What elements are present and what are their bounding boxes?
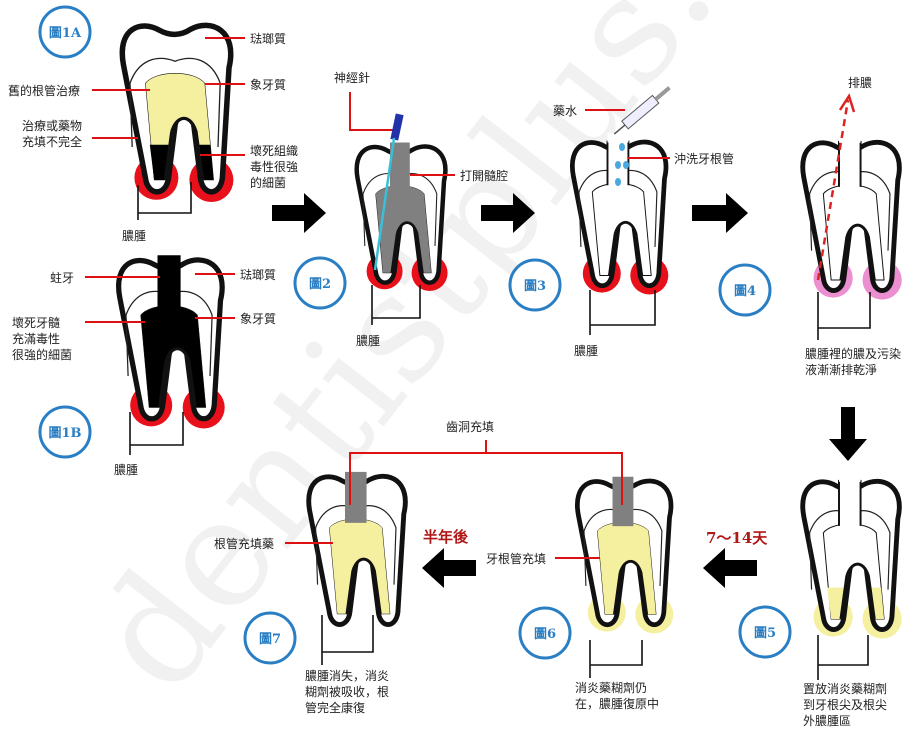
tooth-fig1a [119, 22, 234, 202]
figure-badge-f1b: 圖1B [38, 405, 92, 459]
label-drain: 排膿 [848, 76, 872, 90]
label-necrotic: 毒性很強 [250, 160, 298, 174]
label-abscess: 膿腫 [122, 229, 146, 243]
access-cavity [157, 255, 181, 310]
arrow-right-icon [692, 193, 748, 233]
figure-badge-f2: 圖2 [293, 256, 347, 310]
figure-label: 圖7 [259, 631, 281, 647]
figure-label: 圖1B [48, 425, 81, 441]
pulp [597, 522, 657, 615]
figure-label: 圖5 [754, 625, 776, 641]
label-drain-desc: 液漸漸排乾淨 [805, 362, 877, 377]
label-abscess: 膿腫 [114, 463, 138, 477]
figure-badge-f7: 圖7 [243, 611, 297, 665]
figure-label: 圖6 [534, 626, 556, 642]
arrows [272, 193, 867, 588]
pulp [822, 184, 885, 281]
pulp [329, 518, 391, 615]
label-abscess: 膿腫 [574, 344, 598, 358]
label-canal-fill: 牙根管充填 [486, 551, 546, 566]
label-flush: 沖洗牙根管 [674, 151, 734, 166]
dentin-line [129, 57, 221, 148]
label-cavity-fill: 齒洞充填 [446, 419, 494, 434]
access-cavity [390, 142, 410, 190]
label-incomplete: 治療或藥物 [22, 119, 82, 133]
tooth-fig1b [116, 255, 225, 429]
label-medicine: 藥水 [553, 104, 577, 118]
label-necrotic: 壞死組織 [250, 144, 298, 158]
label-incomplete: 充填不完全 [22, 134, 82, 149]
label-needle: 神經針 [334, 70, 370, 85]
arrow-left-icon [703, 548, 757, 588]
label-paste-desc: 到牙根尖及根尖 [803, 698, 887, 712]
label-enamel: 琺瑯質 [250, 31, 286, 46]
label-paste-desc: 置放消炎藥糊劑 [803, 681, 887, 696]
tooth-fig6 [574, 476, 674, 634]
figure-badge-f5: 圖5 [738, 605, 792, 659]
root-tip-fill [827, 587, 885, 619]
access-cavity [839, 137, 861, 189]
label-recovered-desc: 糊劑被吸收，根 [305, 684, 389, 699]
label-necrotic-pulp: 充滿毒性 [12, 331, 60, 346]
figure-label: 圖2 [309, 276, 331, 292]
label-recovered-desc: 管完全康復 [305, 700, 365, 715]
tooth-fig4 [800, 133, 902, 300]
arrow-left-icon [422, 548, 476, 588]
tooth-fig2 [354, 142, 448, 291]
label-drain-desc: 膿腫裡的膿及污染 [805, 346, 901, 361]
label-dentin: 象牙質 [240, 311, 276, 326]
interval-half-year: 半年後 [423, 528, 469, 546]
needle-icon [373, 137, 396, 271]
figure-badge-f1a: 圖1A [38, 5, 92, 59]
label-paste-desc: 外膿腫區 [803, 714, 851, 728]
figure-label: 圖4 [734, 283, 756, 299]
needle-handle-icon [390, 113, 404, 141]
interval-days: 7～14天 [706, 529, 768, 547]
figure-label: 圖1A [49, 25, 82, 41]
label-necrotic-pulp: 很強的細菌 [12, 347, 72, 362]
pulp [140, 305, 207, 408]
figure-badge-f6: 圖6 [518, 606, 572, 660]
figure-badge-f3: 圖3 [508, 258, 562, 312]
label-recovered-desc: 膿腫消失，消炎 [305, 668, 389, 683]
label-fill-drug: 根管充填藥 [214, 536, 274, 551]
drops-icon [615, 143, 629, 186]
label-healing-desc: 在，膿腫復原中 [575, 696, 659, 711]
access-cavity [345, 471, 367, 523]
tooth-fig5 [800, 472, 902, 639]
arrow-right-icon [272, 193, 326, 233]
label-open-chamber: 打開髓腔 [460, 168, 508, 183]
label-necrotic: 的細菌 [250, 175, 286, 190]
arrow-down-icon [829, 407, 867, 461]
pulp [591, 182, 652, 276]
figure-badge-f4: 圖4 [718, 263, 772, 317]
figure-label: 圖3 [524, 278, 546, 294]
access-cavity [839, 476, 861, 528]
arrow-right-icon [481, 193, 535, 233]
label-old-treatment: 舊的根管治療 [8, 83, 80, 98]
syringe-icon [613, 86, 671, 135]
root-tip-fill [149, 144, 214, 180]
label-necrotic-pulp: 壞死牙髓 [12, 316, 60, 330]
label-abscess: 膿腫 [356, 334, 380, 348]
label-cavity: 蛀牙 [50, 271, 74, 285]
label-healing-desc: 消炎藥糊劑仍 [575, 680, 647, 695]
tooth-fig7 [306, 471, 408, 627]
label-enamel: 琺瑯質 [240, 267, 276, 282]
drain-arrow [816, 99, 850, 281]
label-dentin: 象牙質 [250, 77, 286, 92]
